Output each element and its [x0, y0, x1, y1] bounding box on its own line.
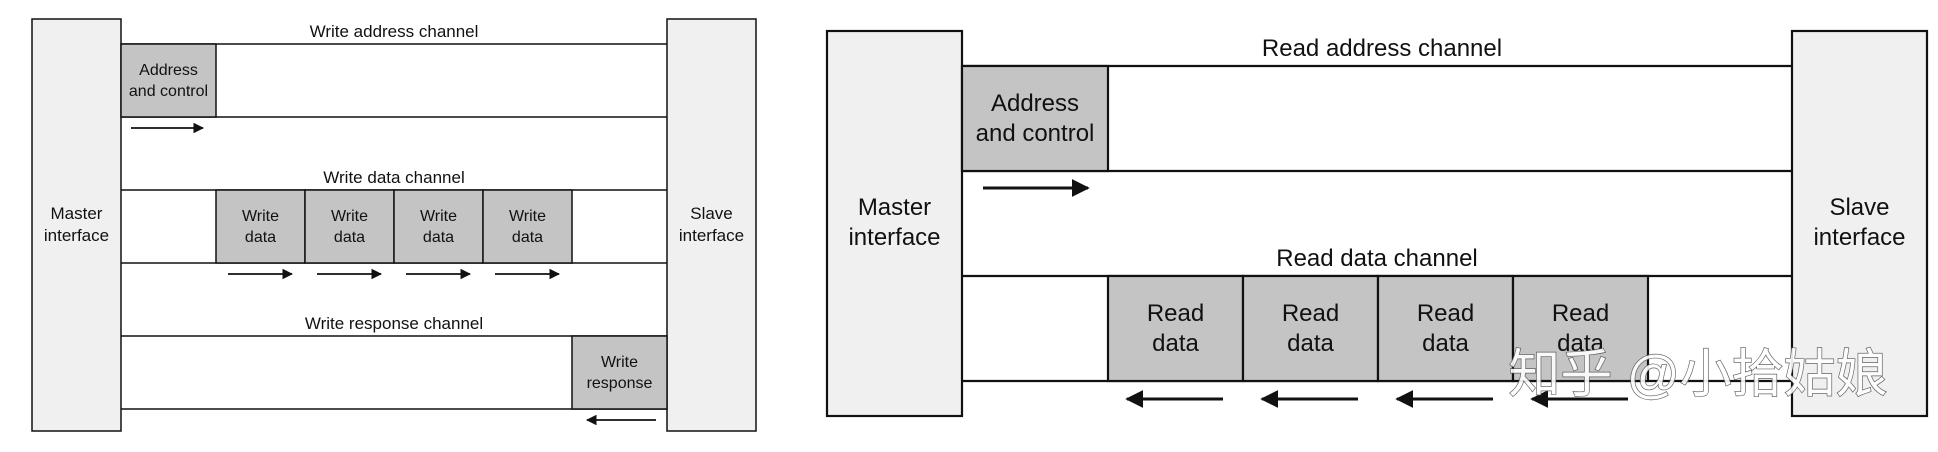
- write-response-channel-title: Write response channel: [305, 314, 483, 333]
- write-address-control-cell: [120, 43, 217, 118]
- read-master-label-line2: interface: [848, 224, 940, 251]
- write-response-cell-line2: response: [587, 375, 653, 392]
- read-data-cell-3-line1: Read: [1417, 300, 1474, 327]
- read-data-cell: [1376, 274, 1515, 383]
- write-address-channel-title: Write address channel: [310, 22, 479, 41]
- read-data-cell-2-line1: Read: [1282, 300, 1339, 327]
- read-transaction-diagram: Master interface Slave interface Read ad…: [825, 29, 1929, 418]
- read-master-interface-box: [825, 29, 964, 418]
- write-data-cell: [393, 189, 484, 264]
- write-response-cell: [571, 335, 668, 410]
- read-slave-label-line2: interface: [1813, 224, 1905, 251]
- read-data-cell: [1241, 274, 1380, 383]
- write-slave-interface-box: [666, 18, 757, 432]
- read-address-channel-title: Read address channel: [1262, 35, 1502, 62]
- write-data-channel-title: Write data channel: [323, 168, 464, 187]
- read-address-cell-line1: Address: [991, 90, 1079, 117]
- read-address-channel: Read address channel Address and control: [960, 35, 1792, 197]
- read-data-cell-1-line2: data: [1152, 330, 1199, 357]
- read-master-label-line1: Master: [858, 194, 931, 221]
- write-data-cell-2-line1: Write: [331, 208, 368, 225]
- write-data-cell-3-line2: data: [423, 229, 454, 246]
- write-response-cell-line1: Write: [601, 354, 638, 371]
- read-data-cell-2-line2: data: [1287, 330, 1334, 357]
- write-address-cell-line1: Address: [139, 62, 198, 79]
- write-data-cell-4-line2: data: [512, 229, 543, 246]
- write-slave-label-line1: Slave: [690, 204, 733, 223]
- write-data-cell-1-line1: Write: [242, 208, 279, 225]
- read-data-cell-1-line1: Read: [1147, 300, 1204, 327]
- write-address-channel: Write address channel Address and contro…: [120, 22, 667, 134]
- write-address-cell-line2: and control: [129, 83, 208, 100]
- zhihu-watermark: 知乎 @小拾姑娘: [1508, 346, 1887, 404]
- write-data-cell-1-line2: data: [245, 229, 276, 246]
- write-data-cell-4-line1: Write: [509, 208, 546, 225]
- read-data-channel-title: Read data channel: [1276, 245, 1478, 272]
- read-data-cell: [1106, 274, 1245, 383]
- read-slave-label-line1: Slave: [1829, 194, 1889, 221]
- write-data-cell: [215, 189, 306, 264]
- write-data-channel: Write data channel Write data Write data…: [121, 168, 667, 280]
- write-slave-label-line2: interface: [679, 226, 744, 245]
- write-transaction-diagram: Master interface Slave interface Write a…: [31, 18, 757, 432]
- read-data-cell-4-line2: data: [1557, 330, 1604, 357]
- write-data-cell-2-line2: data: [334, 229, 365, 246]
- write-response-channel: Write response channel Write response: [121, 314, 668, 426]
- write-master-interface-box: [31, 18, 122, 432]
- write-master-label-line2: interface: [44, 226, 109, 245]
- read-data-cell-3-line2: data: [1422, 330, 1469, 357]
- read-data-channel: Read data channel Read data Read data Re…: [962, 245, 1792, 408]
- write-data-cell: [304, 189, 395, 264]
- read-data-cell-4-line1: Read: [1552, 300, 1609, 327]
- write-master-label-line1: Master: [51, 204, 103, 223]
- read-data-cell: [1511, 274, 1650, 383]
- read-address-control-cell: [960, 64, 1110, 173]
- read-address-cell-line2: and control: [976, 120, 1095, 147]
- read-slave-interface-box: [1790, 29, 1929, 418]
- write-data-cell: [482, 189, 573, 264]
- write-data-cell-3-line1: Write: [420, 208, 457, 225]
